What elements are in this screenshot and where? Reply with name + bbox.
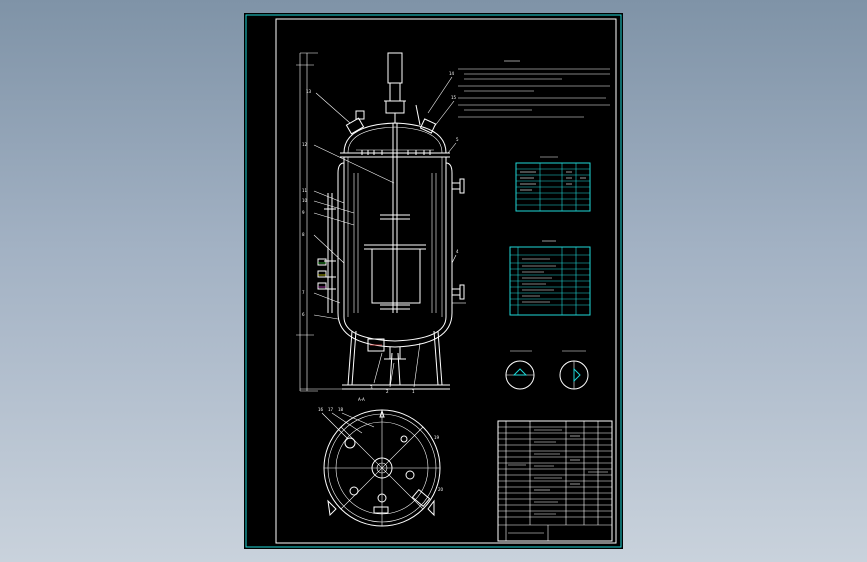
callout-9: 9 [302,210,305,215]
callout-4: 4 [456,249,459,254]
callout-13: 13 [306,89,312,94]
callout-8: 8 [302,232,305,237]
callout-3: 3 [370,385,373,390]
callout-14: 14 [449,71,455,76]
callout-labels: 13 14 15 12 11 10 9 8 7 6 5 4 3 2 1 16 1… [302,71,459,412]
callout-15: 15 [451,95,457,100]
title-block [497,420,613,542]
callout-5: 5 [456,137,459,142]
plan-view: A-A [321,397,444,527]
callout-2: 2 [386,389,389,394]
callout-7: 7 [302,290,305,295]
drawing-svg: 13 14 15 12 11 10 9 8 7 6 5 4 3 2 1 16 1… [245,14,622,548]
callout-10: 10 [302,198,308,203]
callout-12: 12 [302,142,308,147]
vessel-elevation [296,52,466,392]
callout-16: 16 [318,407,324,412]
callout-20: 20 [438,487,444,492]
callout-1: 1 [412,389,415,394]
outer-frame [245,14,622,548]
callout-17: 17 [328,407,334,412]
nozzle-table [509,240,591,316]
callout-19: 19 [434,435,440,440]
technical-notes [458,60,610,118]
callout-18: 18 [338,407,344,412]
inner-frame [275,18,617,544]
callout-6: 6 [302,312,305,317]
weld-details [505,350,589,390]
section-title: A-A [358,397,365,402]
callout-11: 11 [302,188,308,193]
spec-table [515,156,591,212]
drawing-sheet[interactable]: 13 14 15 12 11 10 9 8 7 6 5 4 3 2 1 16 1… [244,13,623,549]
